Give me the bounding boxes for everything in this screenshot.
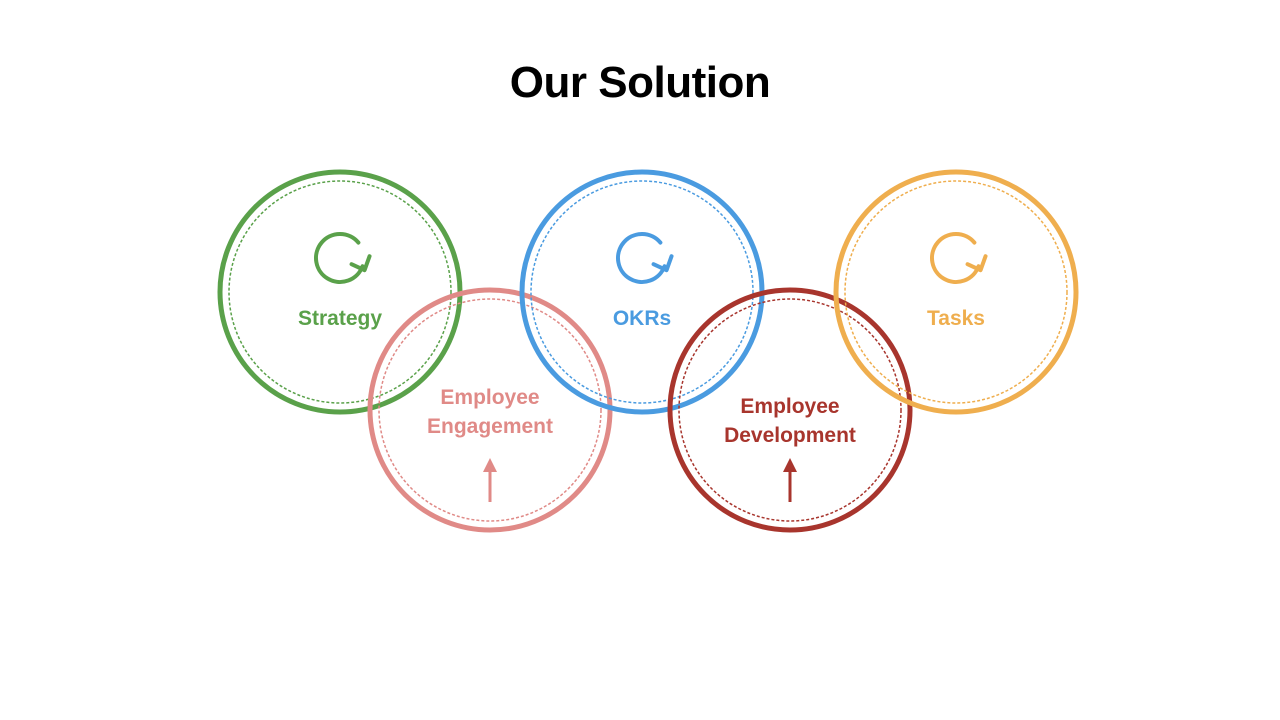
ring-tasks: Tasks — [833, 169, 1079, 415]
label-employee-development-line-1: Employee — [740, 395, 839, 418]
ring-okrs-outer — [519, 169, 765, 415]
label-employee-engagement-line-1: Employee — [440, 386, 539, 409]
ring-employee-development-outer — [667, 287, 913, 533]
cycle-arrow-icon — [930, 232, 988, 284]
cycle-arrow-icon — [314, 232, 372, 284]
label-employee-development-line-2: Development — [724, 424, 856, 447]
label-strategy: Strategy — [298, 307, 382, 330]
ring-strategy-inner — [228, 180, 452, 404]
label-okrs: OKRs — [613, 307, 671, 330]
ring-strategy-outer — [217, 169, 463, 415]
slide-title: Our Solution — [509, 58, 771, 107]
ring-employee-engagement-inner — [378, 298, 602, 522]
up-arrow-icon — [783, 458, 797, 502]
ring-tasks-inner — [844, 180, 1068, 404]
ring-strategy: Strategy — [217, 169, 463, 415]
ring-okrs: OKRs — [519, 169, 765, 415]
cycle-arrow-icon — [616, 232, 674, 284]
label-tasks: Tasks — [927, 307, 985, 330]
ring-employee-development-inner — [678, 298, 902, 522]
ring-tasks-outer — [833, 169, 1079, 415]
ring-okrs-inner — [530, 180, 754, 404]
up-arrow-icon — [483, 458, 497, 502]
label-employee-engagement-line-2: Engagement — [427, 415, 553, 438]
